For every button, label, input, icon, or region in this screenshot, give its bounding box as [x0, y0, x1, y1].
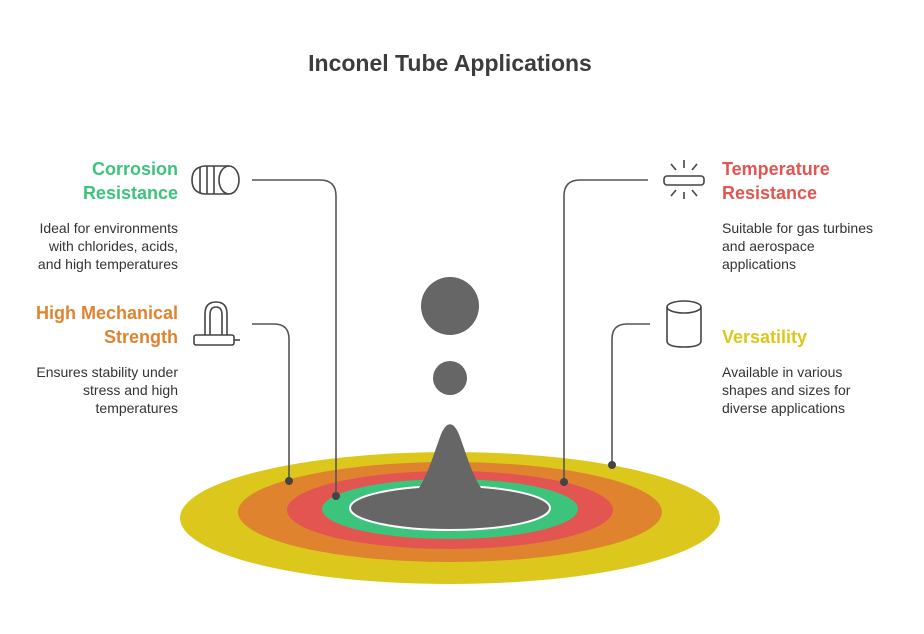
connector-dot-temperature: [560, 478, 568, 486]
heading-mechanical: High Mechanical Strength: [35, 303, 178, 347]
pipe-fitting-icon: [191, 165, 240, 195]
connector-corrosion: [252, 179, 337, 496]
page-title: Inconel Tube Applications: [308, 50, 592, 76]
heading-versatility: Versatility: [722, 327, 808, 347]
connector-temperature: [563, 179, 648, 482]
droplet-large: [421, 277, 479, 335]
desc-corrosion: Ideal for environments with chlorides, a…: [37, 220, 178, 272]
desc-temperature: Suitable for gas turbines and aerospace …: [722, 220, 873, 272]
u-bolt-icon: [193, 301, 240, 346]
splash-peak: [388, 424, 512, 513]
cylinder-icon: [666, 300, 702, 348]
heading-corrosion: Corrosion Resistance: [82, 159, 178, 203]
connector-dot-corrosion: [332, 492, 340, 500]
connector-dot-mechanical: [285, 477, 293, 485]
connector-dot-versatility: [608, 461, 616, 469]
connector-versatility: [611, 323, 650, 465]
droplet-small: [433, 361, 467, 395]
desc-mechanical: Ensures stability under stress and high …: [36, 364, 178, 416]
heading-temperature: Temperature Resistance: [722, 159, 830, 203]
desc-versatility: Available in various shapes and sizes fo…: [722, 364, 851, 416]
connector-mechanical: [252, 323, 290, 481]
heated-tube-icon: [663, 160, 705, 199]
